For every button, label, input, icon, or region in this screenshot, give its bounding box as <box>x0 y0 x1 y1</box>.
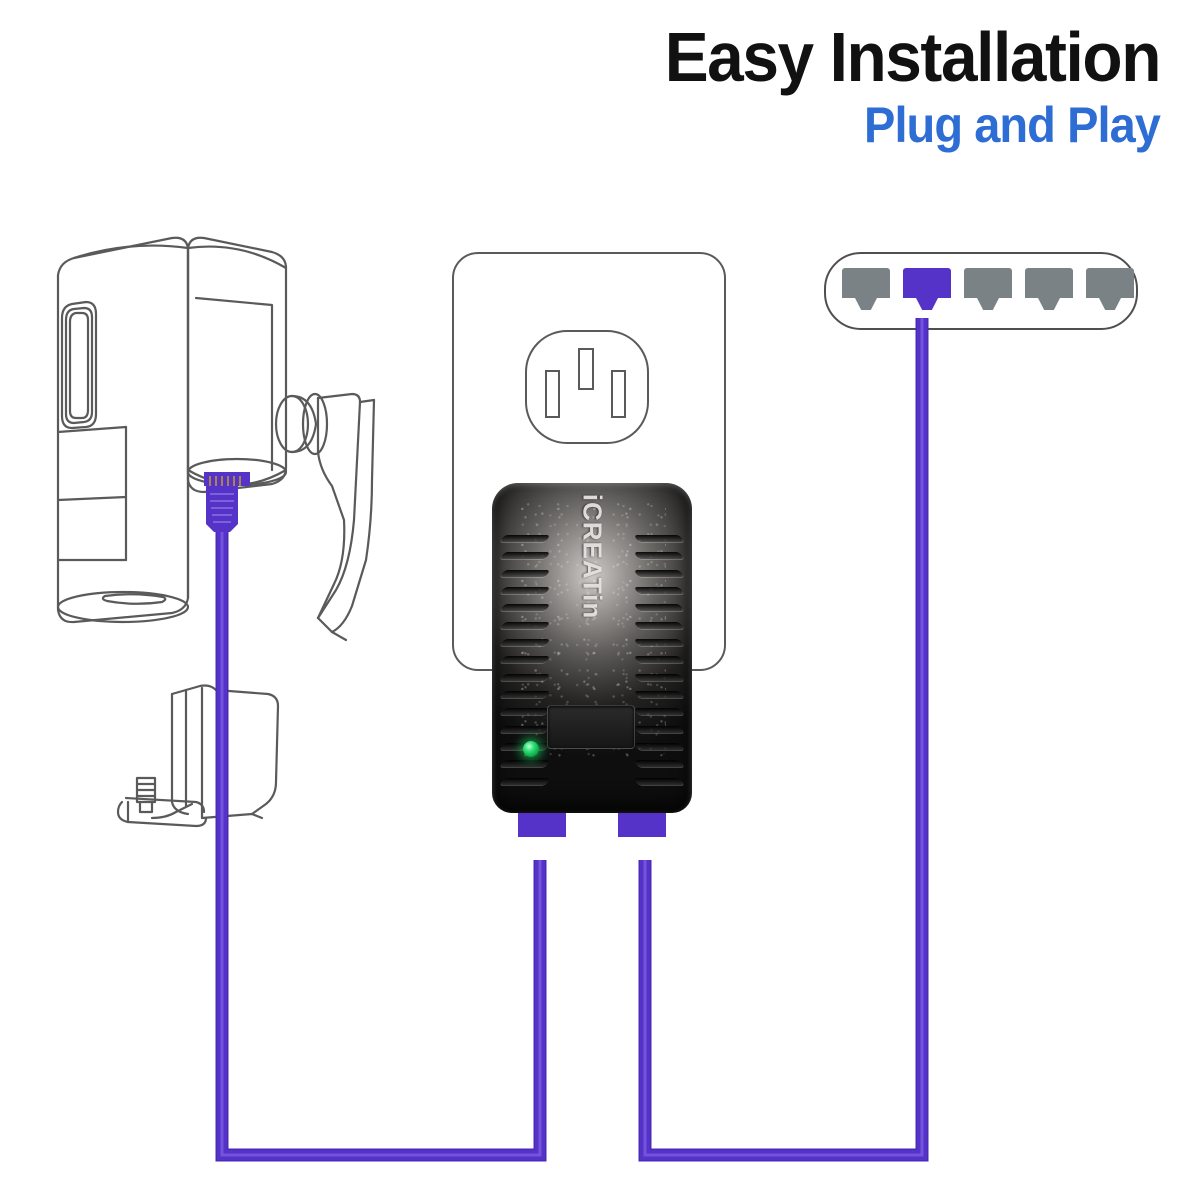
adapter-shell: iCREATin <box>492 483 692 813</box>
page-title: Easy Installation <box>664 18 1162 96</box>
adapter-brand-label: iCREATin <box>577 493 608 620</box>
router-port-4[interactable] <box>1025 268 1073 318</box>
outlet-slot-neutral <box>545 370 560 418</box>
router-port-5[interactable] <box>1086 268 1134 318</box>
ip-camera-outline <box>56 236 288 624</box>
outlet-slot-hot <box>611 370 626 418</box>
adapter-status-led <box>523 741 539 757</box>
adapter-label-plate <box>547 705 635 749</box>
router-port-1[interactable] <box>842 268 890 318</box>
adapter-port-right[interactable] <box>618 813 666 837</box>
wall-mount-bracket-outline <box>116 684 280 828</box>
outlet-slot-ground <box>578 348 594 390</box>
router-port-3[interactable] <box>964 268 1012 318</box>
headline-block: Easy Installation Plug and Play <box>0 18 1162 153</box>
poe-power-adapter: iCREATin <box>492 483 692 837</box>
camera-mount-bracket <box>274 392 376 642</box>
page-subtitle: Plug and Play <box>864 97 1161 153</box>
adapter-vents-right <box>633 535 685 785</box>
adapter-port-left[interactable] <box>518 813 566 837</box>
router-port-2[interactable] <box>903 268 951 318</box>
